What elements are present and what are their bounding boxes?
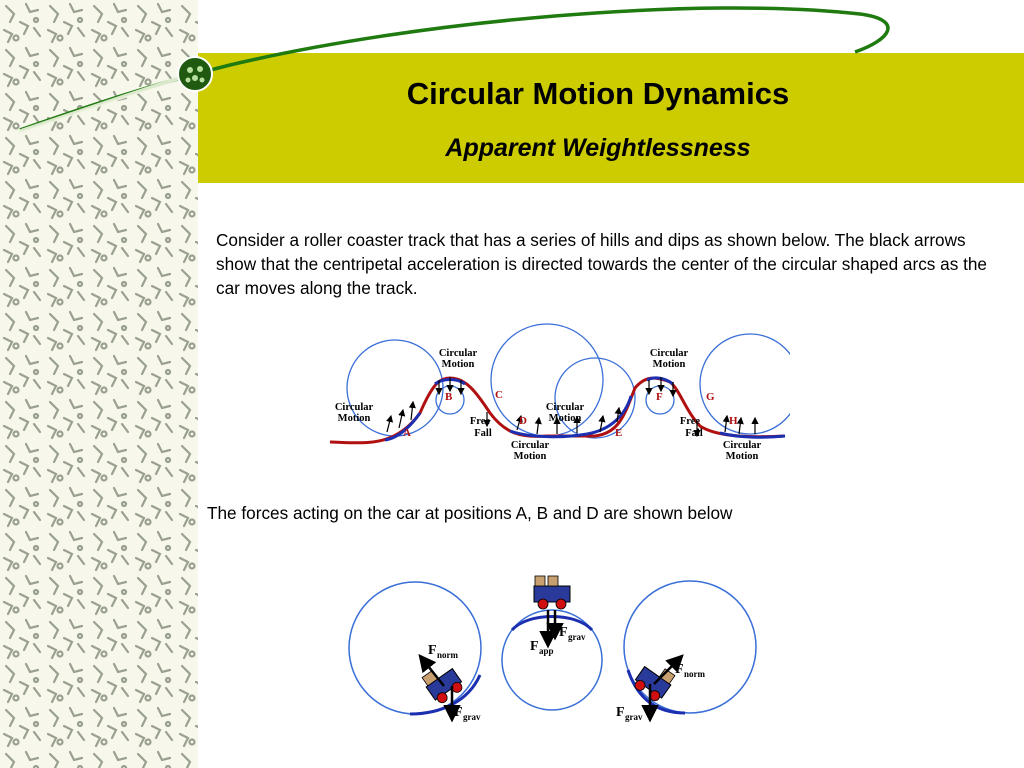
slide-title: Circular Motion Dynamics	[406, 76, 790, 111]
f-norm-subscript: norm	[684, 669, 706, 679]
force-diagram-b: F grav F app	[501, 575, 603, 711]
label-free-fall: Free	[680, 416, 701, 427]
label-circular-motion: Circular	[723, 440, 762, 451]
label-circular-motion: Motion	[726, 451, 759, 462]
position-a: A	[403, 427, 411, 439]
position-h: H	[729, 415, 738, 427]
position-c: C	[495, 389, 503, 401]
position-d: D	[519, 415, 527, 427]
f-grav-label: F	[454, 705, 463, 720]
label-circular-motion: Circular	[546, 402, 585, 413]
f-norm-label: F	[428, 643, 437, 658]
position-e: E	[615, 427, 622, 439]
f-grav-subscript: grav	[568, 632, 586, 642]
position-b: B	[445, 391, 453, 403]
acceleration-arrows	[386, 377, 759, 438]
label-circular-motion: Motion	[549, 413, 582, 424]
f-norm-subscript: norm	[437, 650, 459, 660]
label-circular-motion: Circular	[335, 402, 374, 413]
label-free-fall: Fall	[474, 428, 492, 439]
f-app-label: F	[530, 639, 539, 654]
intro-paragraph: Consider a roller coaster track that has…	[216, 230, 987, 298]
label-circular-motion: Motion	[442, 359, 475, 370]
label-circular-motion: Motion	[653, 359, 686, 370]
label-circular-motion: Circular	[511, 440, 550, 451]
orb-icon	[177, 56, 213, 92]
position-f: F	[656, 391, 663, 403]
label-circular-motion: Motion	[514, 451, 547, 462]
label-free-fall: Fall	[685, 428, 703, 439]
f-grav-subscript: grav	[625, 712, 643, 722]
forces-caption: The forces acting on the car at position…	[207, 503, 733, 523]
f-app-subscript: app	[539, 646, 554, 656]
force-diagram-a: F norm F grav	[348, 581, 482, 723]
label-free-fall: Free	[470, 416, 491, 427]
force-diagrams: F norm F grav F grav F app	[348, 575, 757, 723]
label-circular-motion: Motion	[338, 413, 371, 424]
f-grav-label: F	[559, 625, 568, 640]
label-circular-motion: Circular	[439, 348, 478, 359]
coaster-car	[533, 575, 571, 610]
f-grav-subscript: grav	[463, 712, 481, 722]
f-grav-label: F	[616, 705, 625, 720]
f-norm-label: F	[675, 662, 684, 677]
track-diagram: Circular Motion Circular Motion Circular…	[329, 323, 790, 462]
position-g: G	[706, 391, 715, 403]
label-circular-motion: Circular	[650, 348, 689, 359]
coaster-car	[634, 665, 676, 702]
swoosh-decoration	[17, 6, 890, 134]
slide-subtitle: Apparent Weightlessness	[445, 134, 751, 162]
title-banner	[198, 53, 1024, 183]
force-diagram-d: F norm F grav	[616, 580, 757, 723]
